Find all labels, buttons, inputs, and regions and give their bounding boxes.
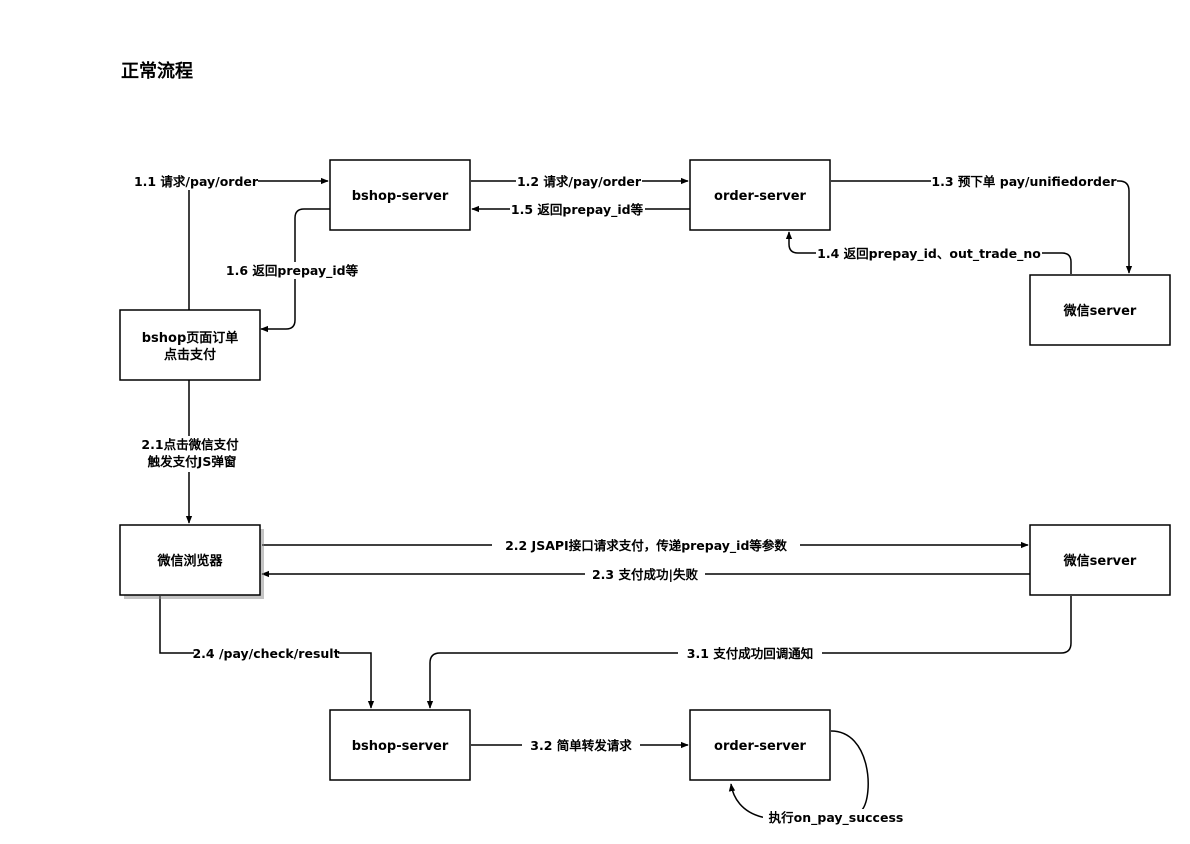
node-wechat-browser — [119, 524, 261, 596]
node-order-server-1-label: order-server — [714, 189, 807, 204]
node-wechat-browser-label: 微信浏览器 — [156, 553, 223, 569]
edge-1-3-label: 1.3 预下单 pay/unifiedorder — [931, 174, 1117, 189]
edge-2-1-label-line1: 2.1点击微信支付 — [141, 437, 239, 452]
edge-3-2-label: 3.2 简单转发请求 — [530, 738, 632, 753]
node-wechat-server-1 — [1029, 274, 1171, 346]
node-wechat-server-1-label: 微信server — [1063, 303, 1137, 319]
edge-self-loop-label: 执行on_pay_success — [769, 810, 904, 826]
diagram-title: 正常流程 — [121, 61, 193, 82]
node-wechat-server-2 — [1029, 524, 1171, 596]
edge-2-3-label: 2.3 支付成功|失败 — [592, 567, 699, 582]
edge-1-2-label: 1.2 请求/pay/order — [517, 174, 642, 189]
edge-1-6-label: 1.6 返回prepay_id等 — [226, 263, 359, 279]
edge-2-1-label-line2: 触发支付JS弹窗 — [147, 454, 237, 469]
node-bshop-server-1-label: bshop-server — [352, 189, 449, 204]
edge-1-1-line — [188, 177, 329, 310]
node-bshop-page — [119, 309, 261, 381]
edge-3-1-label: 3.1 支付成功回调通知 — [687, 646, 814, 661]
edge-1-3-line — [831, 180, 1133, 274]
edge-1-1-label: 1.1 请求/pay/order — [134, 174, 259, 189]
node-order-server-2 — [689, 709, 831, 781]
edge-1-4-label: 1.4 返回prepay_id、out_trade_no — [817, 246, 1041, 262]
node-bshop-server-2 — [329, 709, 471, 781]
node-order-server-2-label: order-server — [714, 739, 807, 754]
node-bshop-page-label-line2: 点击支付 — [164, 347, 216, 363]
node-bshop-page-label-line1: bshop页面订单 — [142, 330, 239, 346]
edge-1-5-label: 1.5 返回prepay_id等 — [511, 202, 644, 218]
edge-2-4-label: 2.4 /pay/check/result — [192, 646, 339, 661]
edge-2-2-label: 2.2 JSAPI接口请求支付，传递prepay_id等参数 — [505, 538, 787, 554]
node-bshop-server-1 — [329, 159, 471, 231]
node-order-server-1 — [689, 159, 831, 231]
node-wechat-server-2-label: 微信server — [1063, 553, 1137, 569]
node-bshop-server-2-label: bshop-server — [352, 739, 449, 754]
